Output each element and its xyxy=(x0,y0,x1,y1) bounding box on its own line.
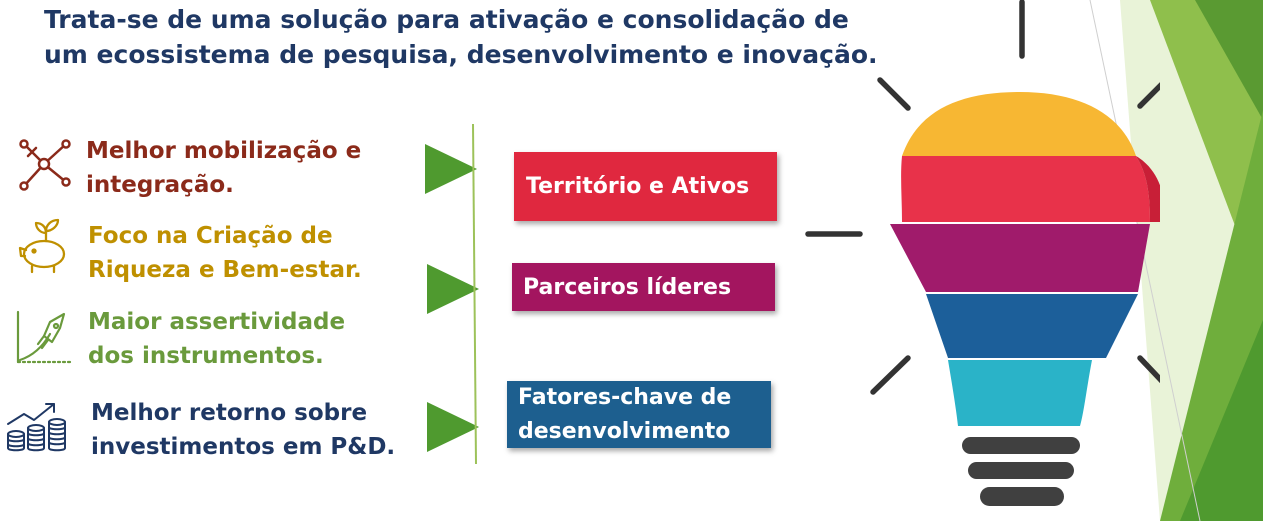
headline-line-1: Trata-se de uma solução para ativação e … xyxy=(44,5,849,34)
pillar-leading-partners: Parceiros líderes xyxy=(512,263,775,311)
arrow-triangle-icon xyxy=(427,402,479,452)
pillar-label-line-2: desenvolvimento xyxy=(518,419,731,444)
benefit-line-1: Melhor mobilização e xyxy=(86,138,362,164)
piggy-bank-plant-icon xyxy=(18,218,66,274)
light-bulb-icon xyxy=(805,0,1160,506)
headline-line-2: um ecossistema de pesquisa, desenvolvime… xyxy=(44,40,878,69)
network-nodes-icon xyxy=(19,139,71,191)
benefit-line-2: integração. xyxy=(86,172,234,198)
benefit-line-1: Maior assertividade xyxy=(88,309,346,335)
benefit-return-on-investment: Melhor retorno sobre investimentos em P&… xyxy=(91,396,395,464)
rocket-chart-icon xyxy=(16,310,72,364)
benefit-line-2: Riqueza e Bem-estar. xyxy=(88,257,362,283)
pillar-territory-assets: Território e Ativos xyxy=(514,152,777,221)
benefit-assertiveness: Maior assertividade dos instrumentos. xyxy=(88,305,345,373)
pillar-label-line-1: Fatores-chave de xyxy=(518,385,732,410)
benefit-wealth-creation: Foco na Criação de Riqueza e Bem-estar. xyxy=(88,219,362,287)
pillar-label: Parceiros líderes xyxy=(523,275,732,300)
headline: Trata-se de uma solução para ativação e … xyxy=(44,2,884,72)
arrow-triangle-icon xyxy=(425,144,477,194)
pillar-key-development-factors: Fatores-chave de desenvolvimento xyxy=(507,381,771,448)
benefit-line-1: Foco na Criação de xyxy=(88,223,333,249)
pillar-label: Território e Ativos xyxy=(526,174,750,199)
arrow-triangle-icon xyxy=(427,264,479,314)
benefit-line-2: dos instrumentos. xyxy=(88,343,324,369)
coins-growth-icon xyxy=(7,403,66,452)
benefit-mobilization: Melhor mobilização e integração. xyxy=(86,134,361,202)
benefit-line-1: Melhor retorno sobre xyxy=(91,400,368,426)
benefit-line-2: investimentos em P&D. xyxy=(91,434,396,460)
vertical-divider xyxy=(472,124,477,464)
